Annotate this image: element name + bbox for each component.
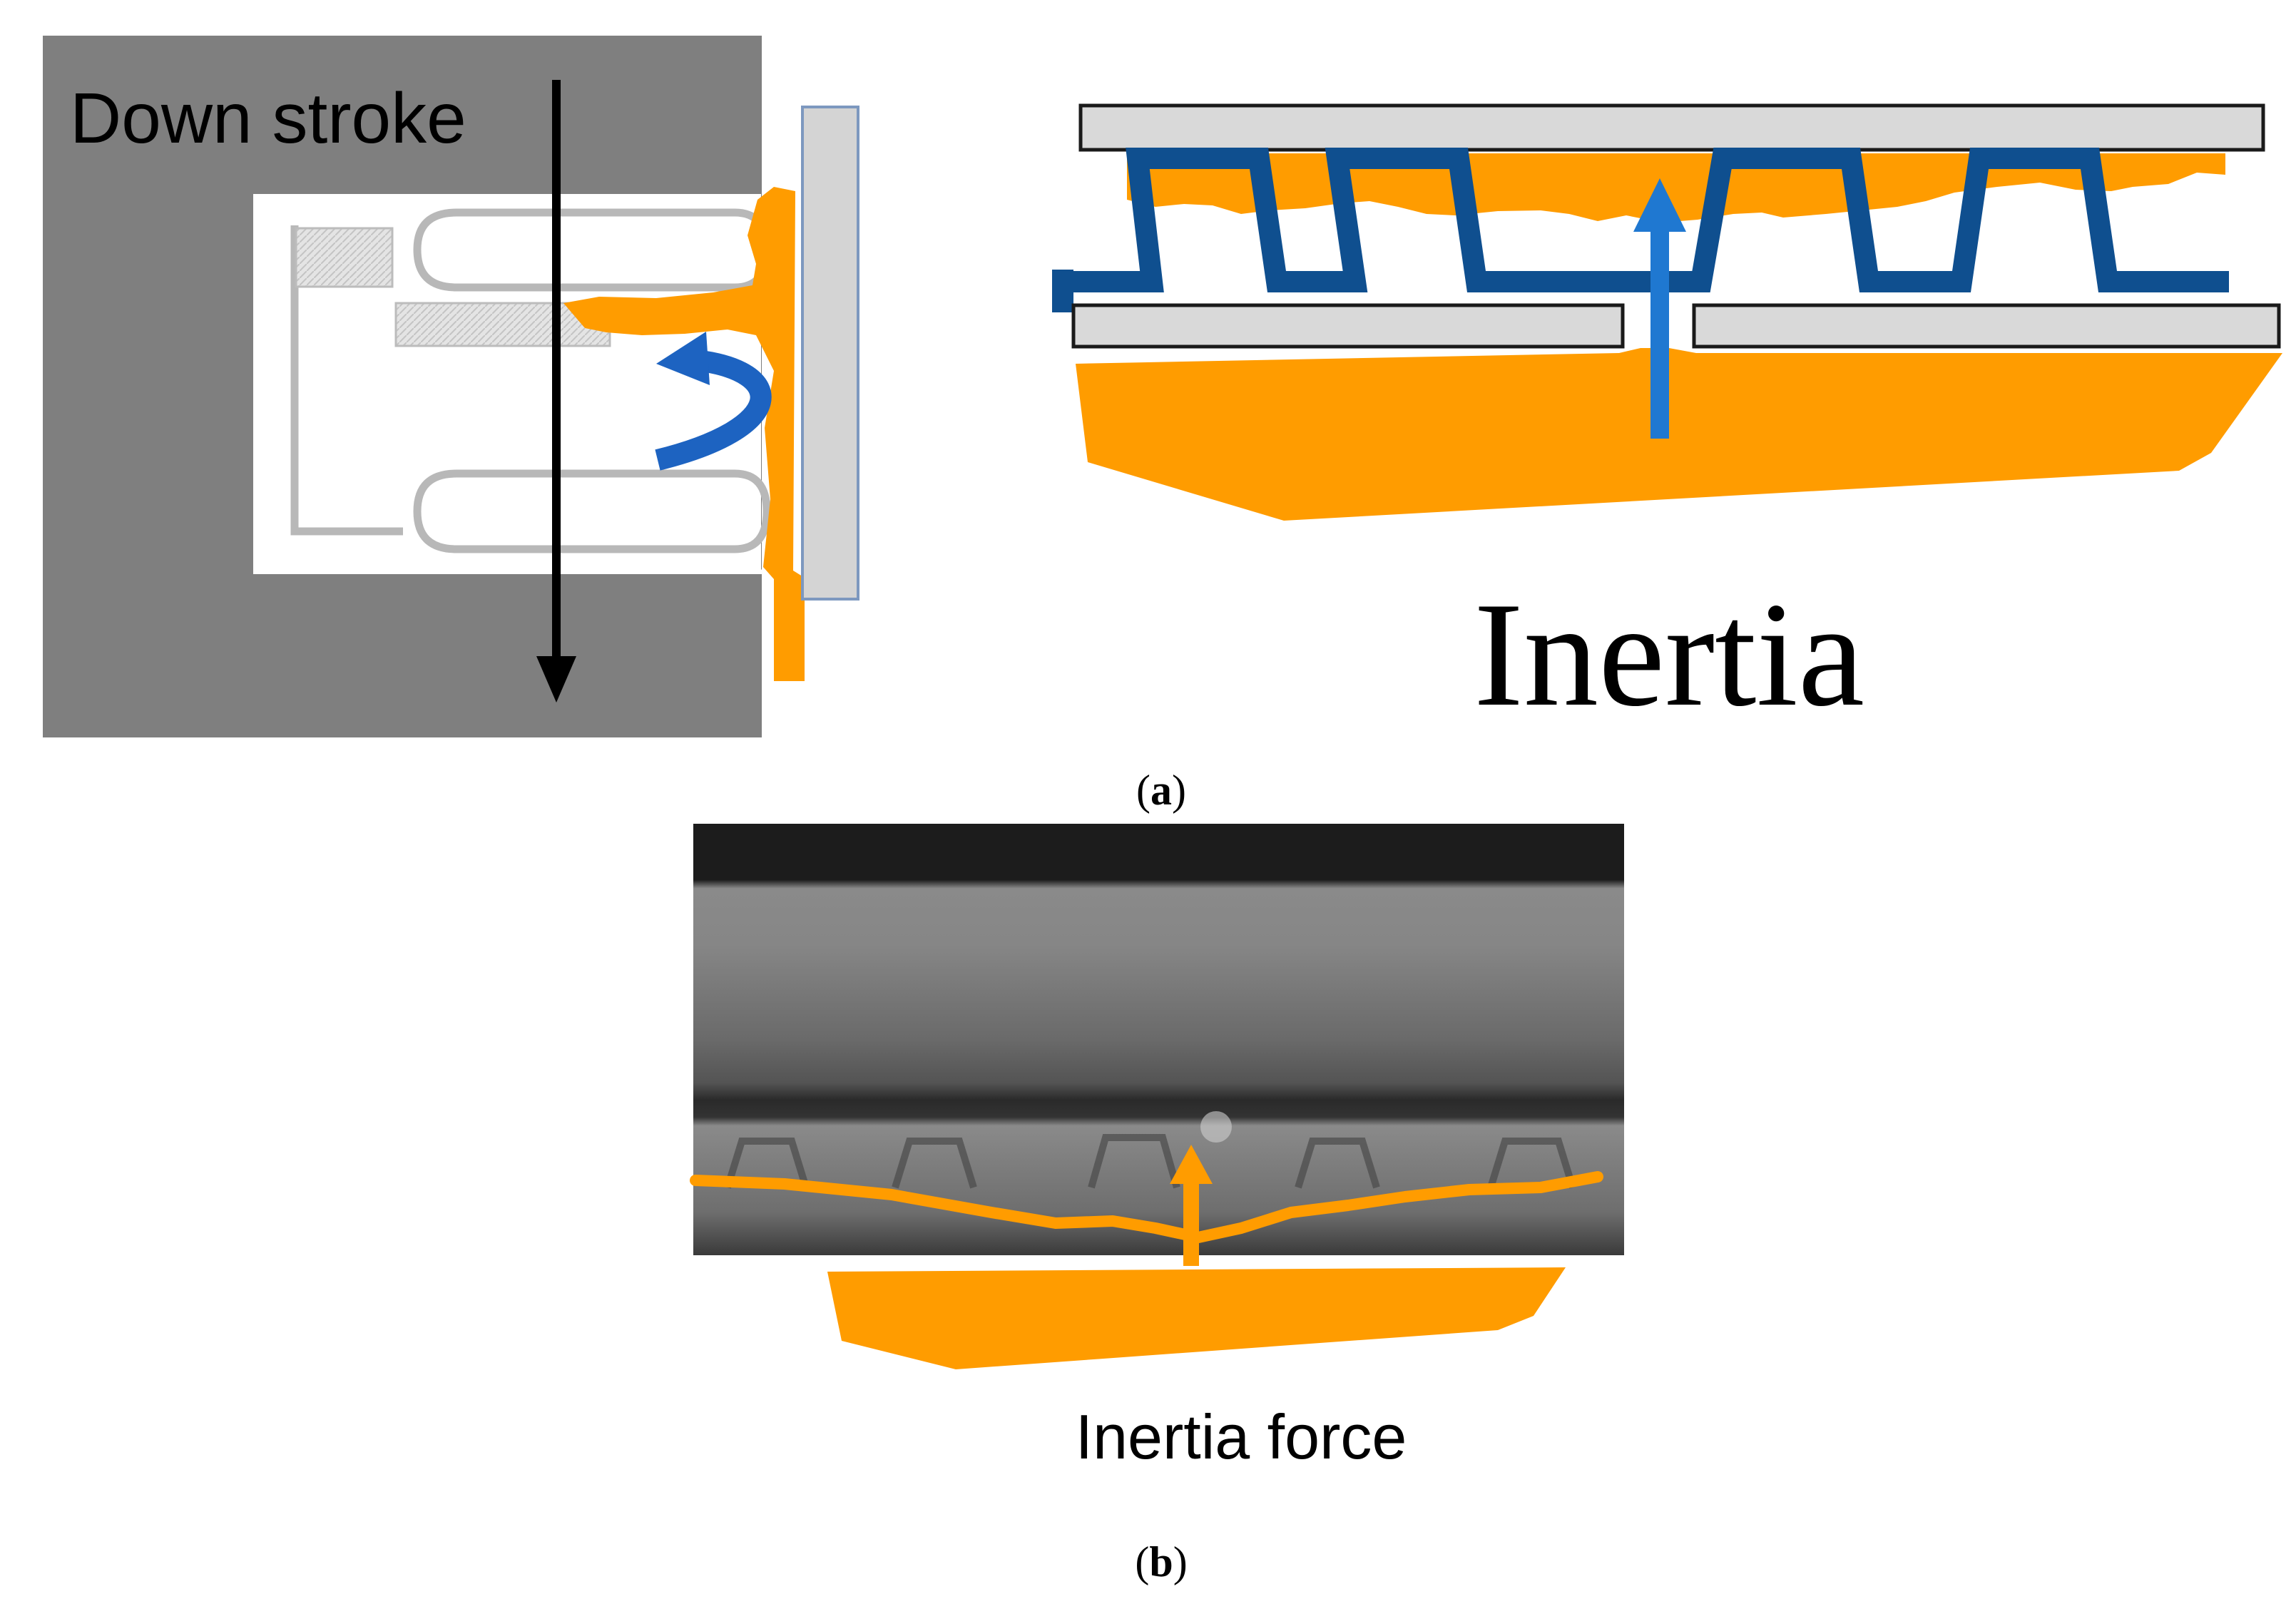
- orange-base: [1076, 348, 2282, 521]
- caption-a-open: (: [1136, 767, 1150, 814]
- down-stroke-schematic: Down stroke: [43, 36, 859, 737]
- hatched-block-upper: [295, 227, 394, 288]
- caption-a-close: ): [1172, 767, 1186, 814]
- down-arrow-icon: [536, 80, 576, 703]
- caption-b: (b): [1135, 1538, 1187, 1585]
- caption-a: (a): [1136, 767, 1186, 814]
- orange-up-arrow-icon: [1170, 1145, 1213, 1266]
- inertia-label: Inertia: [1474, 572, 1864, 737]
- vertical-plate: [801, 106, 859, 601]
- down-stroke-label: Down stroke: [70, 78, 466, 158]
- caption-b-close: ): [1173, 1538, 1188, 1585]
- orange-fill: [1127, 153, 2225, 223]
- photo-fin-shapes: [724, 1134, 1576, 1189]
- caption-a-letter: a: [1150, 767, 1172, 814]
- curved-arrow-icon: [655, 332, 772, 471]
- inertia-force-photo: Inertia force: [690, 824, 1624, 1472]
- up-arrow-icon: [1633, 178, 1686, 439]
- orange-base-b: [827, 1267, 1566, 1369]
- bottom-plate-right: [1692, 303, 2281, 349]
- corrugated-fin: [1052, 148, 2229, 292]
- orange-flow: [563, 187, 805, 681]
- caption-b-letter: b: [1149, 1538, 1173, 1585]
- inertia-schematic: Inertia: [1052, 103, 2282, 737]
- photo-background: [693, 824, 1624, 1255]
- fin-edge: [1052, 270, 1073, 312]
- photo-highlight: [1200, 1111, 1232, 1143]
- bottom-plate-left: [1071, 303, 1625, 349]
- caption-b-open: (: [1135, 1538, 1149, 1585]
- inertia-force-label: Inertia force: [1076, 1401, 1407, 1472]
- top-plate: [1078, 103, 2265, 152]
